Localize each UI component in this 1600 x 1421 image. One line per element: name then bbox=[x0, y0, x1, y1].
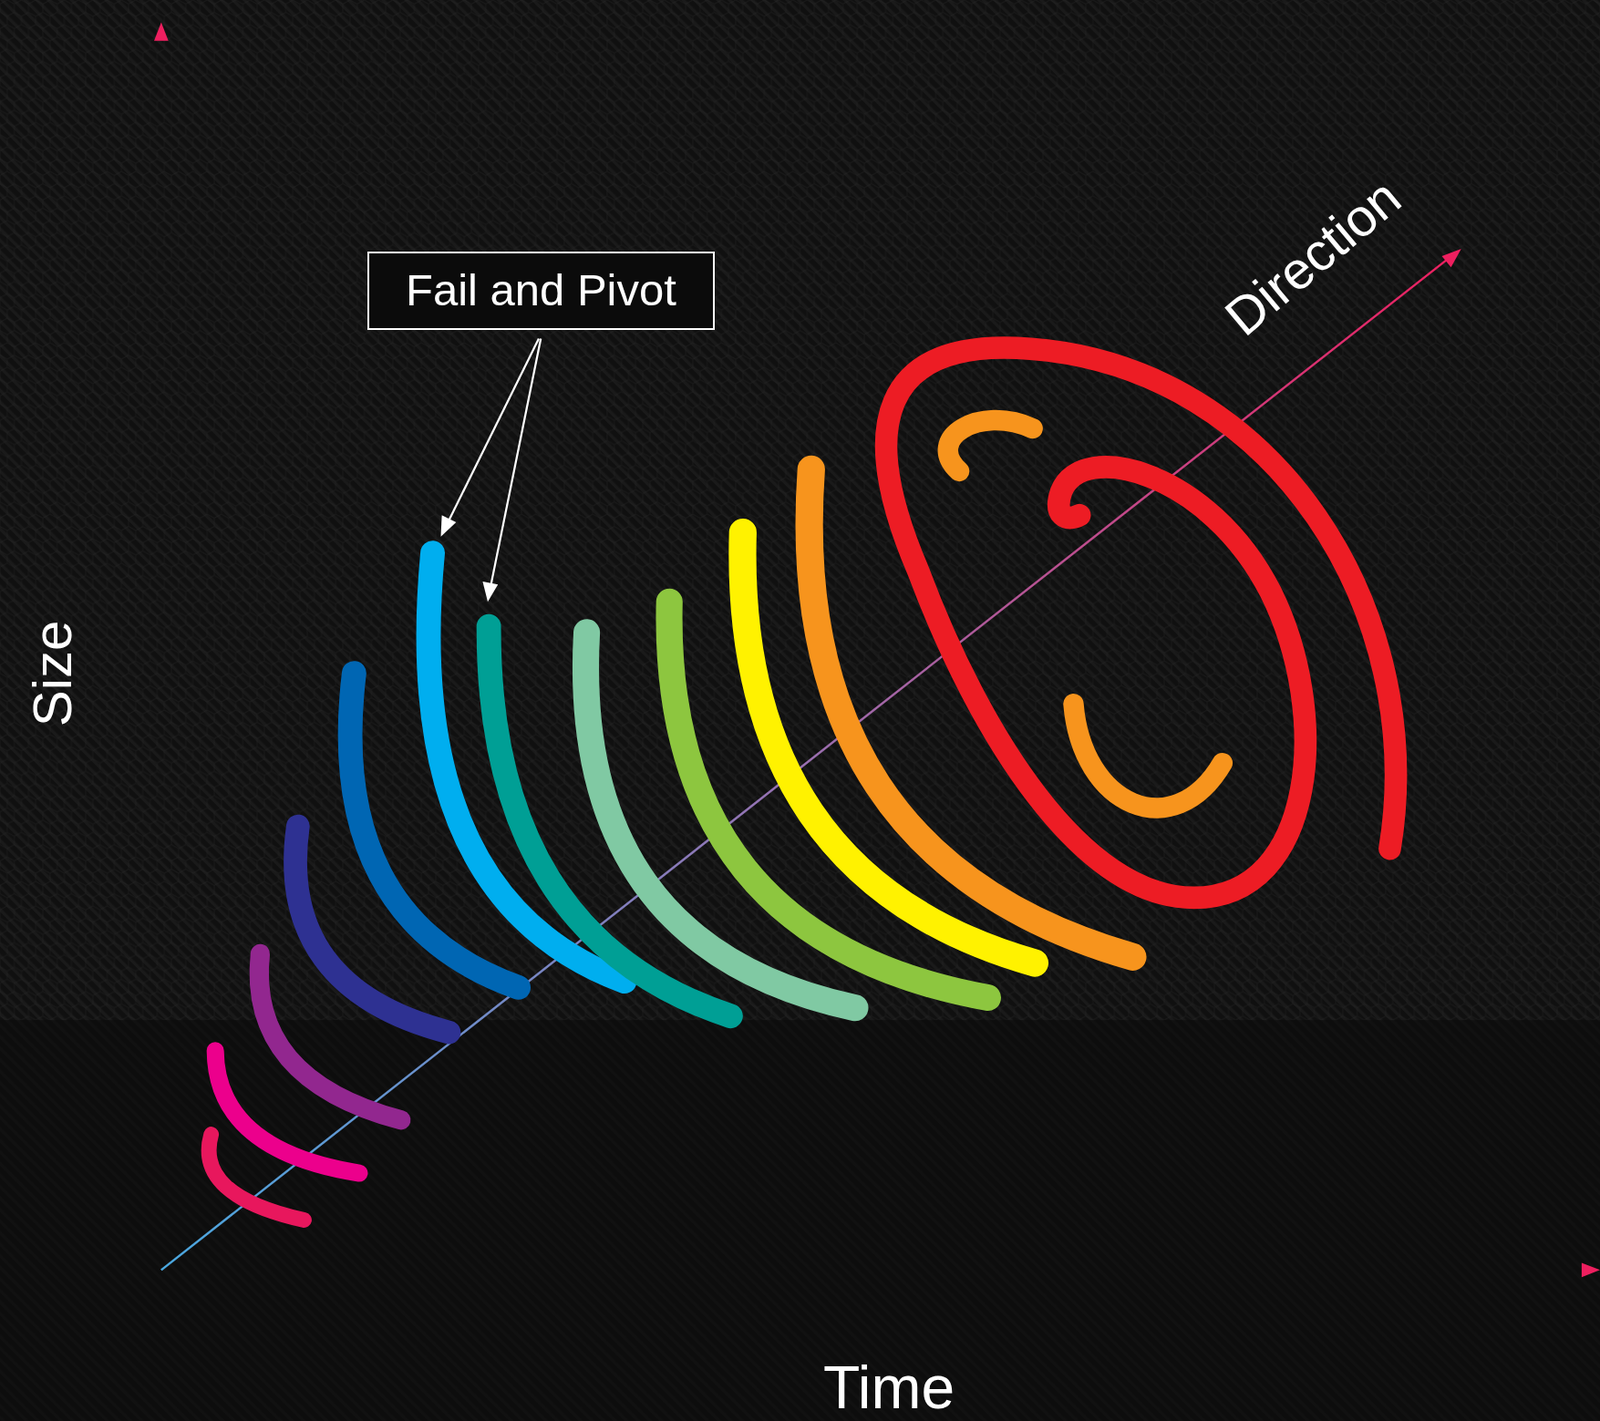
axis-arrowhead bbox=[154, 22, 169, 42]
callout-leaders bbox=[441, 339, 542, 603]
leader-arrowhead bbox=[441, 515, 457, 537]
direction-axis bbox=[161, 258, 1450, 1270]
axis-arrowhead bbox=[1581, 1263, 1600, 1279]
hex-texture bbox=[0, 0, 1600, 1021]
orange-curl bbox=[1073, 703, 1222, 808]
dark-fade bbox=[0, 1020, 1600, 1421]
leader-line bbox=[490, 339, 541, 587]
rainbow-arcs bbox=[208, 469, 1133, 1221]
size-axis bbox=[159, 39, 163, 1271]
axis-label: Time bbox=[823, 1354, 955, 1421]
time-axis bbox=[161, 1269, 1584, 1272]
red-spiral bbox=[886, 348, 1396, 899]
callout-box: Fail and Pivot bbox=[367, 251, 715, 331]
callout-text: Fail and Pivot bbox=[405, 266, 677, 316]
axis-arrowhead bbox=[1442, 248, 1462, 268]
leader-arrowhead bbox=[482, 581, 498, 602]
leader-line bbox=[448, 339, 538, 521]
axis-label: Size bbox=[22, 620, 83, 728]
orange-curl bbox=[948, 420, 1033, 472]
